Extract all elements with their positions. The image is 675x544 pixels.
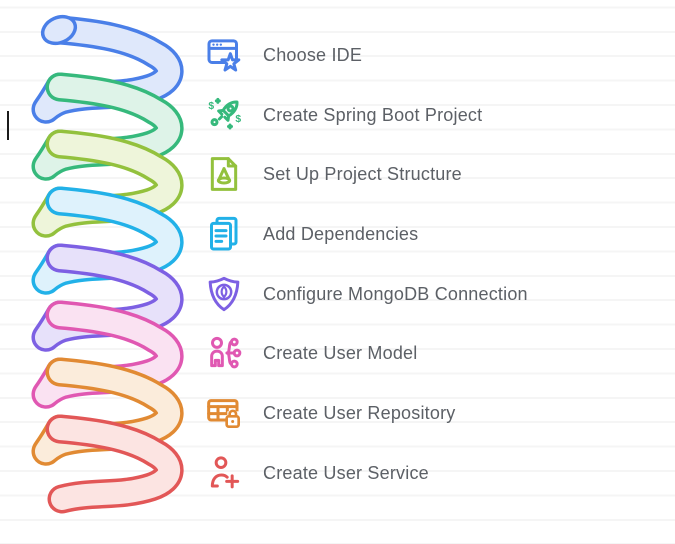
step-row-create-user-service[interactable]: Create User Service <box>203 451 429 495</box>
rocket-icon: $ $ <box>203 94 245 136</box>
coil-loop-1-inner <box>35 19 181 121</box>
coil-loop-4-inner <box>35 190 181 292</box>
step-label: Set Up Project Structure <box>263 163 462 184</box>
step-row-choose-ide[interactable]: Choose IDE <box>203 33 362 77</box>
user-plus-icon <box>203 452 245 494</box>
coil-loop-2-inner <box>35 76 181 178</box>
step-label: Choose IDE <box>263 44 363 65</box>
step-label: Create Spring Boot Project <box>263 104 483 125</box>
step-row-add-dependencies[interactable]: Add Dependencies <box>203 212 418 256</box>
step-row-create-spring-boot-project[interactable]: $ $ Create Spring Boot Project <box>203 93 482 137</box>
coil-loop-3-inner <box>35 133 181 235</box>
svg-text:$: $ <box>208 101 214 112</box>
step-label: Create User Model <box>263 342 418 363</box>
user-model-icon <box>203 332 245 374</box>
step-label: Configure MongoDB Connection <box>263 283 528 304</box>
document-cone-icon <box>203 153 245 195</box>
coil-open-end <box>40 14 78 46</box>
step-label: Create User Service <box>263 462 429 483</box>
step-row-set-up-project-structure[interactable]: Set Up Project Structure <box>203 152 462 196</box>
step-row-configure-mongodb-connection[interactable]: Configure MongoDB Connection <box>203 272 528 316</box>
step-row-create-user-repository[interactable]: Create User Repository <box>203 391 455 435</box>
documents-icon <box>203 213 245 255</box>
table-lock-icon <box>203 392 245 434</box>
coil-loop-8-inner <box>49 418 181 510</box>
step-row-create-user-model[interactable]: Create User Model <box>203 331 417 375</box>
step-label: Add Dependencies <box>263 223 419 244</box>
mongodb-shield-leaf-icon <box>203 273 245 315</box>
coil-loop-5-inner <box>35 247 181 349</box>
svg-text:$: $ <box>235 114 241 125</box>
coil-loop-6-inner <box>35 304 181 406</box>
step-label: Create User Repository <box>263 402 456 423</box>
spiral-coil-graphic[interactable] <box>0 0 200 518</box>
ide-browser-star-icon <box>203 34 245 76</box>
text-cursor <box>7 111 9 140</box>
coil-loop-7-inner <box>35 361 181 463</box>
